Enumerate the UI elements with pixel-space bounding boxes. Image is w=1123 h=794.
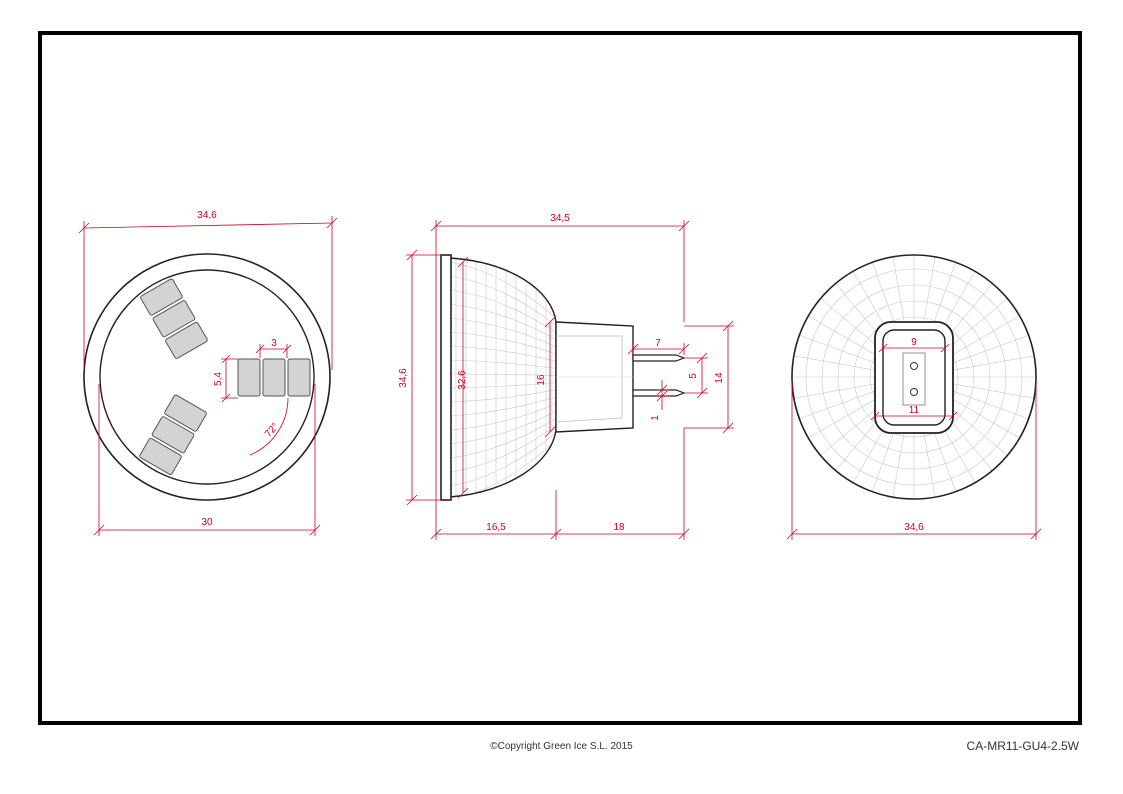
grid-line <box>450 415 556 459</box>
grid-line <box>450 402 556 431</box>
led-group <box>139 394 207 475</box>
led-width-label: 3 <box>271 338 277 349</box>
reflector-length-label: 16,5 <box>486 522 506 533</box>
grid-line <box>450 317 556 349</box>
lens-diameter-label: 34,6 <box>398 368 409 388</box>
base-length-label: 18 <box>613 522 625 533</box>
front-outer-ring <box>83 253 331 501</box>
led-chip <box>152 300 196 338</box>
led-chip <box>140 278 183 316</box>
led-chip <box>165 321 208 359</box>
socket-inner-label: 9 <box>911 337 917 348</box>
led-height-label: 5,4 <box>213 372 224 386</box>
pin-diameter-label: 1 <box>650 415 661 421</box>
led-group <box>140 278 208 359</box>
front-outer-diameter-label: 34,6 <box>197 210 217 221</box>
pin-spacing-label: 5 <box>688 373 699 379</box>
reflector-diameter-label: 32,6 <box>457 370 468 390</box>
drawing-frame <box>38 31 1082 725</box>
led-chip <box>164 394 207 432</box>
grid-line <box>450 381 556 389</box>
led-chip <box>287 358 311 397</box>
back-pin-lower <box>910 388 918 396</box>
part-code: CA-MR11-GU4-2.5W <box>966 739 1079 753</box>
led-group <box>237 358 311 397</box>
pin-upper <box>632 354 686 362</box>
pin-length-label: 7 <box>655 338 661 349</box>
grid-line <box>450 422 556 473</box>
grid-line <box>450 345 556 363</box>
side-view: 34,5 34,6 32,6 16 7 5 14 1 16,5 18 <box>398 213 734 540</box>
grid-line <box>450 429 556 487</box>
grid-line <box>450 303 556 343</box>
led-chip <box>262 358 286 397</box>
copyright-text: ©Copyright Green Ice S.L. 2015 <box>490 741 633 752</box>
led-chip <box>139 437 182 475</box>
back-view: 9 11 34,6 <box>786 254 1042 540</box>
front-view: 34,6 30 3 5,4 72° <box>78 210 338 536</box>
grid-line <box>450 359 556 370</box>
grid-line <box>450 331 556 356</box>
led-chip <box>151 416 195 454</box>
grid-line <box>450 435 556 497</box>
led-angle-label: 72° <box>263 421 281 440</box>
grid-line <box>450 275 556 329</box>
back-outer-circle <box>791 254 1037 500</box>
grid-line <box>450 388 556 403</box>
socket-outer-label: 11 <box>909 405 920 416</box>
front-inner-diameter-label: 30 <box>201 517 213 528</box>
back-pin-upper <box>910 362 918 370</box>
led-groups <box>139 278 311 475</box>
led-chip <box>237 358 261 397</box>
total-length-label: 34,5 <box>550 213 570 224</box>
base-height-label: 14 <box>714 372 725 384</box>
grid-line <box>450 261 556 323</box>
grid-line <box>450 408 556 445</box>
front-inner-ring <box>99 269 315 485</box>
grid-line <box>450 373 556 376</box>
back-diameter-label: 34,6 <box>904 522 924 533</box>
grid-line <box>450 395 556 417</box>
pin-holder <box>902 352 926 406</box>
neck-diameter-label: 16 <box>536 374 547 386</box>
grid-line <box>450 289 556 336</box>
front-lens <box>440 254 452 501</box>
